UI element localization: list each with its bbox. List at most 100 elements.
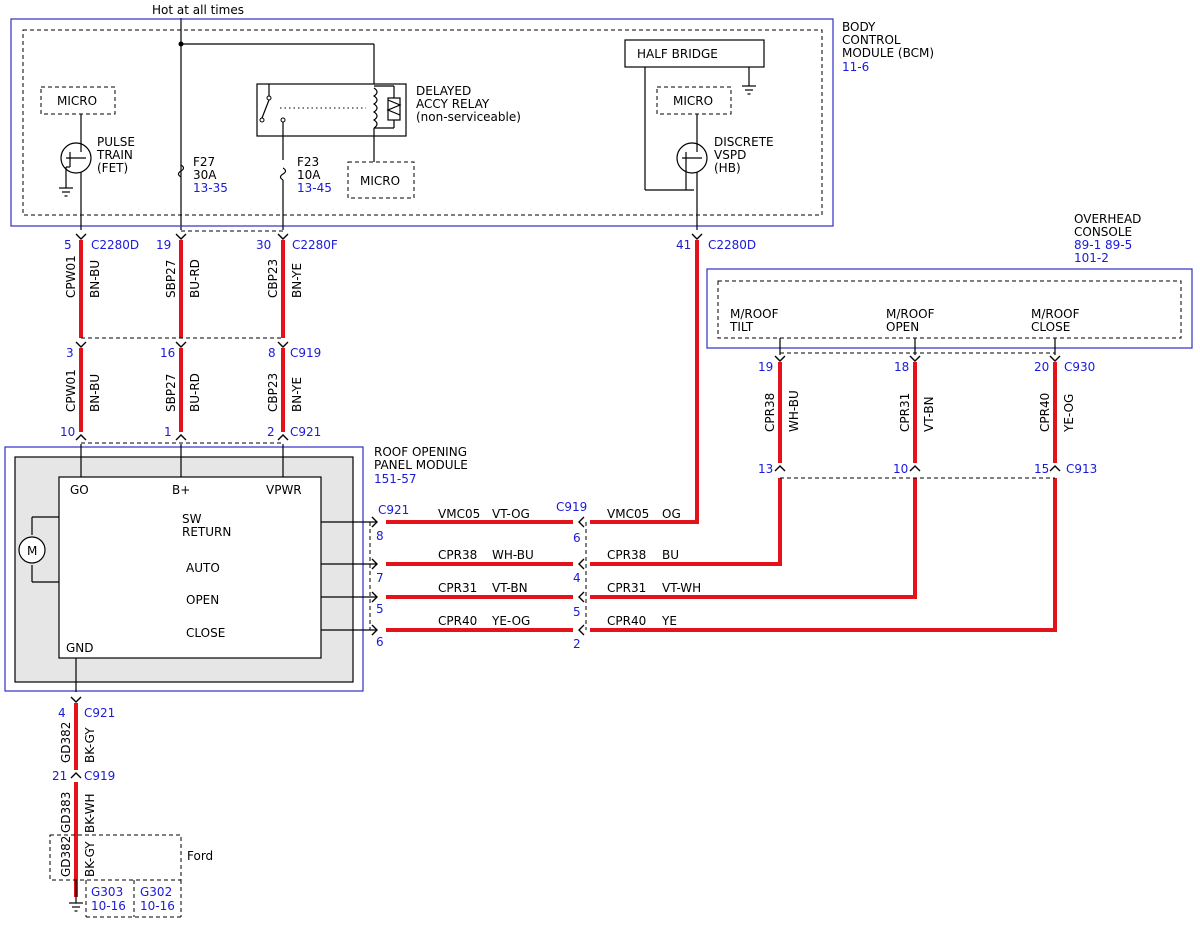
overhead-title-line1: OVERHEAD: [1074, 212, 1141, 226]
connector-label: C919: [84, 769, 115, 783]
wire-circuit-label: VMC05: [438, 507, 480, 521]
connector-c930: 19 18 20 C930: [758, 352, 1095, 374]
pin-label: 30: [256, 238, 271, 252]
delayed-accy-relay-box: [256, 83, 407, 137]
pin-chevron: [277, 341, 289, 348]
relay-coil-icon: [372, 87, 378, 129]
pin-chevron: [75, 434, 87, 441]
bcm-inner-border: [22, 29, 823, 216]
wire-circuit-label: CPR38: [607, 548, 646, 562]
wire-vmc05-right: [590, 240, 699, 524]
bcm-title-line2: CONTROL: [842, 33, 901, 47]
connector-c2280: 5 C2280D 19 30 C2280F 41 C2280D: [64, 230, 756, 252]
motor-label: M: [27, 544, 37, 558]
wire-circuit-label: CPR38: [763, 393, 777, 432]
pin-label: 15: [1034, 462, 1049, 476]
ford-label: Ford: [187, 849, 213, 863]
pin-label: 16: [160, 346, 175, 360]
pin-label: 10: [893, 462, 908, 476]
fuse-f27-icon: [177, 164, 185, 178]
fuse-f27-amps: 30A: [193, 168, 217, 182]
connector-label: C919: [556, 500, 587, 514]
connector-label: C921: [84, 706, 115, 720]
wire-color-label: YE-OG: [1062, 394, 1076, 433]
pin-chevron: [1049, 465, 1061, 472]
wire-color-label: VT-OG: [492, 507, 530, 521]
pin-chevron: [909, 465, 921, 472]
pin-chevron: [75, 341, 87, 348]
mroof-tilt-line1: M/ROOF: [730, 307, 779, 321]
ground-g302-label: G302: [140, 885, 172, 899]
pin-label: 10: [60, 425, 75, 439]
connector-c919-upper: 3 16 8 C919: [66, 337, 321, 360]
discrete-vspd-fet-icon: [676, 142, 708, 174]
connector-c921-upper: 10 1 2 C921: [60, 425, 321, 444]
connector-label: C930: [1064, 360, 1095, 374]
ground-icon-half-bridge: [742, 85, 756, 95]
overhead-ref-line1: 89-1 89-5: [1074, 238, 1132, 252]
overhead-title-line2: CONSOLE: [1074, 225, 1132, 239]
wire-circuit-label: CPW01: [64, 369, 78, 412]
ground-icon-bcm-fet: [59, 187, 73, 197]
half-bridge-label: HALF BRIDGE: [637, 47, 718, 61]
overhead-inner-border: [717, 280, 1182, 339]
pin-chevron: [578, 624, 585, 636]
wire-color-label: VT-WH: [662, 581, 701, 595]
micro-box-left: [40, 86, 116, 115]
wire-cpr31-right: [590, 478, 917, 599]
wire-color-label: BN-YE: [290, 263, 304, 298]
connector-label: C2280D: [91, 238, 139, 252]
pin-label: 8: [376, 529, 384, 543]
relay-label-line1: DELAYED: [416, 84, 471, 98]
open-label: OPEN: [186, 593, 219, 607]
wire-circuit-label: GD382: [59, 722, 73, 763]
pin-label: 6: [376, 635, 384, 649]
pin-chevron: [774, 355, 786, 362]
connector-label: C2280F: [292, 238, 338, 252]
relay-label-line2: ACCY RELAY: [416, 97, 490, 111]
wire-circuit-label: CPR31: [607, 581, 646, 595]
half-bridge-box: [624, 39, 765, 68]
bcm-module: BODY CONTROL MODULE (BCM) 11-6 MICRO PUL…: [10, 18, 934, 230]
micro-label-left: MICRO: [57, 94, 97, 108]
wire-color-label: BN-BU: [88, 374, 102, 412]
ground-icon-chassis: [69, 902, 83, 912]
wire-color-label: YE: [661, 614, 677, 628]
pin-gnd-label: GND: [66, 641, 94, 655]
micro-label-center: MICRO: [360, 174, 400, 188]
connector-c919-right: C919 6 4 5 2: [556, 500, 587, 651]
pin-chevron: [175, 434, 187, 441]
pin-chevron: [175, 233, 187, 240]
ground-g303-ref: 10-16: [91, 899, 126, 913]
pin-label: 2: [573, 637, 581, 651]
sw-return-line2: RETURN: [182, 525, 231, 539]
wire-circuit-label: GD383: [59, 792, 73, 833]
wire-circuit-label: CPR38: [438, 548, 477, 562]
pin-label: 5: [376, 602, 384, 616]
connector-label: C921: [290, 425, 321, 439]
pin-label: 8: [268, 346, 276, 360]
pin-chevron: [1049, 355, 1061, 362]
wire-color-label: VT-BN: [922, 396, 936, 432]
wire-cpr40-right: [590, 478, 1057, 632]
pin-label: 41: [676, 238, 691, 252]
ropm-title-line2: PANEL MODULE: [374, 458, 468, 472]
wire-circuit-label: CPR40: [438, 614, 477, 628]
pin-chevron: [175, 341, 187, 348]
mroof-open-line1: M/ROOF: [886, 307, 935, 321]
fuse-f23-amps: 10A: [297, 168, 321, 182]
pin-chevron: [774, 465, 786, 472]
connector-label: C2280D: [708, 238, 756, 252]
pin-label: 4: [58, 706, 66, 720]
pin-label: 5: [64, 238, 72, 252]
pin-chevron: [70, 772, 82, 779]
fuse-f27-ref: 13-35: [193, 181, 228, 195]
wire-circuit-label: SBP27: [164, 260, 178, 298]
wire-circuit-label: CPR40: [607, 614, 646, 628]
overhead-ref-line2: 101-2: [1074, 251, 1109, 265]
ground-path: 4 C921 GD382 BK-GY 21 C919 GD383 BK-WH F…: [49, 696, 213, 918]
pulse-train-line2: TRAIN: [96, 148, 133, 162]
wire-circuit-label: CPR31: [438, 581, 477, 595]
pin-label: 21: [52, 769, 67, 783]
